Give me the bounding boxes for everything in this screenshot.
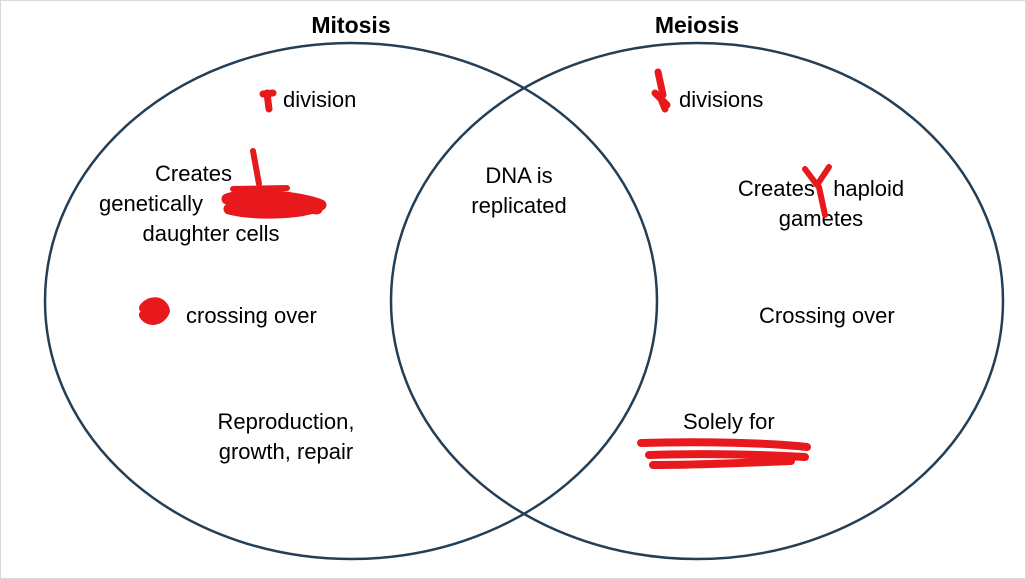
meiosis-cells-line1: Creates haploid <box>737 176 905 201</box>
meiosis-cells-line2: gametes <box>778 206 864 231</box>
shared-line2: replicated <box>471 193 567 218</box>
meiosis-crossing-label: Crossing over <box>759 303 895 328</box>
meiosis-cells-label: Creates haploid gametes <box>711 174 931 234</box>
mitosis-cells-line2: genetically <box>99 191 203 216</box>
meiosis-circle <box>389 41 1005 561</box>
meiosis-divisions-label: divisions <box>679 87 764 112</box>
mitosis-cells-line3: daughter cells <box>142 221 280 246</box>
mitosis-cells-line1: Creates <box>155 161 233 186</box>
shared-label: DNA is replicated <box>449 161 589 221</box>
mitosis-purpose-line1: Reproduction, <box>217 409 355 434</box>
shared-line1: DNA is <box>485 163 553 188</box>
mitosis-divisions-label: division <box>283 87 357 112</box>
mitosis-title: Mitosis <box>311 12 391 38</box>
meiosis-title: Meiosis <box>654 12 740 38</box>
mitosis-circle <box>43 41 659 561</box>
meiosis-purpose-label: Solely for <box>683 409 775 434</box>
mitosis-crossing-label: crossing over <box>186 303 317 328</box>
mitosis-purpose-line2: growth, repair <box>218 439 354 464</box>
mitosis-purpose-label: Reproduction, growth, repair <box>191 407 381 467</box>
mitosis-cells-label: Creates genetically daughter cells <box>71 159 351 249</box>
